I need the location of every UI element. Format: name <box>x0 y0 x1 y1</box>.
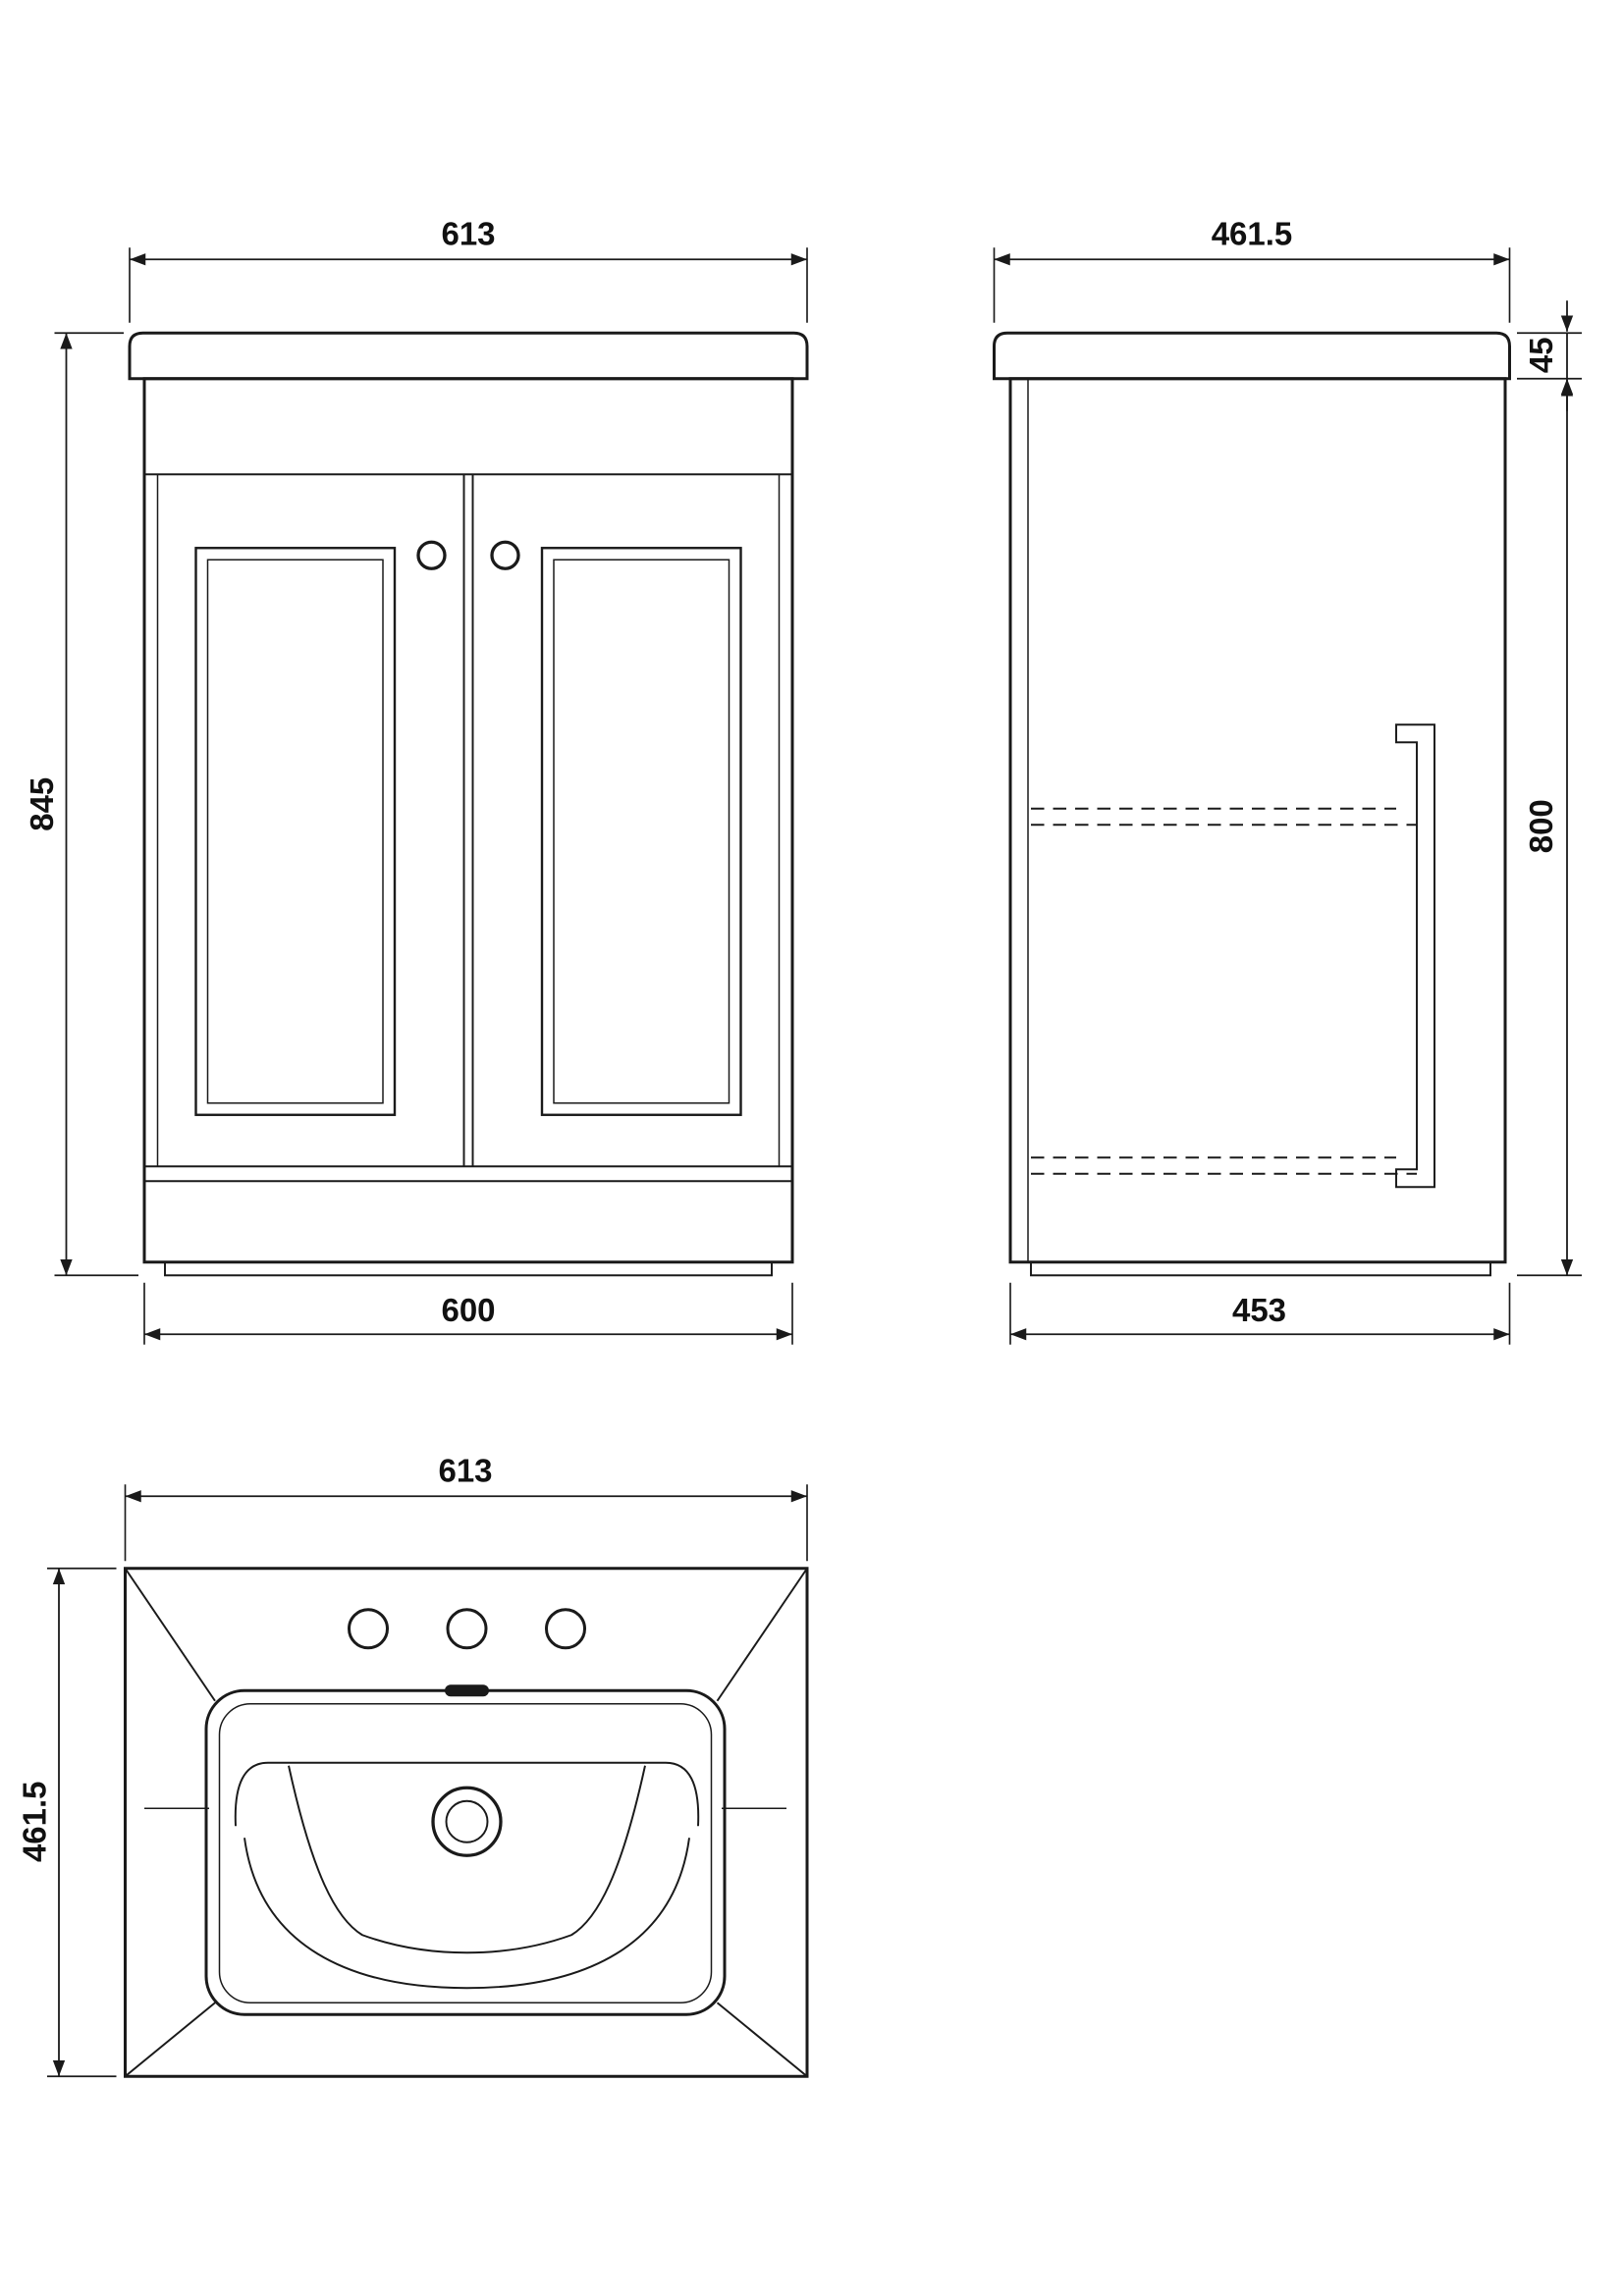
dim-label-front-height: 845 <box>24 777 60 831</box>
side-cabinet-outline <box>1008 377 1507 1264</box>
dim-side-top-depth: 461.5 <box>993 215 1511 323</box>
front-left-door-knob <box>416 540 447 570</box>
dim-label-front-top-width: 613 <box>441 215 495 251</box>
dim-label-side-height: 800 <box>1523 799 1559 853</box>
basin-drain-outer <box>431 1786 503 1857</box>
basin-rim-inner <box>218 1703 713 2003</box>
dim-label-side-bottom-depth: 453 <box>1232 1292 1286 1328</box>
basin-plan-view <box>124 1567 809 2078</box>
basin-rim-outer <box>204 1688 727 2016</box>
dim-side-height: 800 <box>1517 378 1582 1277</box>
basin-tap-hole-center <box>446 1608 488 1650</box>
front-left-door-panel <box>194 547 397 1116</box>
basin-overflow-slot <box>445 1684 489 1697</box>
basin-tap-holes <box>348 1608 586 1650</box>
dim-label-basin-depth: 461.5 <box>17 1781 53 1862</box>
basin-deck-edge <box>234 1761 700 1827</box>
dim-label-basin-width: 613 <box>438 1452 492 1488</box>
side-view <box>993 331 1511 1277</box>
basin-drain-inner <box>445 1799 489 1843</box>
front-base-line <box>164 1261 773 1277</box>
dim-front-top-width: 613 <box>129 215 808 323</box>
front-right-door-knob <box>490 540 520 570</box>
side-back-channel <box>1395 723 1435 1189</box>
side-worktop <box>993 331 1511 381</box>
dim-label-front-bottom-width: 600 <box>441 1292 495 1328</box>
basin-bowl-contour-2 <box>243 1838 690 1990</box>
basin-outline <box>124 1567 809 2078</box>
dim-front-height: 845 <box>24 332 138 1277</box>
basin-bowl-contour-1 <box>288 1765 646 1954</box>
side-base-line <box>1030 1261 1491 1277</box>
dim-front-bottom-width: 600 <box>143 1282 793 1345</box>
basin-tap-hole-right <box>545 1608 586 1650</box>
dim-label-side-worktop-thickness: 45 <box>1523 337 1559 373</box>
dim-side-bottom-depth: 453 <box>1009 1282 1511 1345</box>
basin-corner-lines <box>124 1568 808 2078</box>
front-cabinet-outline <box>142 377 794 1264</box>
dim-side-worktop-thickness: 45 <box>1517 300 1582 411</box>
front-view <box>128 331 809 1277</box>
front-right-door-panel <box>540 547 742 1116</box>
dim-label-side-top-depth: 461.5 <box>1212 215 1293 251</box>
basin-tap-hole-left <box>348 1608 389 1650</box>
dim-basin-depth: 461.5 <box>17 1567 117 2078</box>
dim-basin-width: 613 <box>124 1452 808 1562</box>
front-door-center-gap <box>462 474 474 1167</box>
front-worktop <box>128 331 809 381</box>
